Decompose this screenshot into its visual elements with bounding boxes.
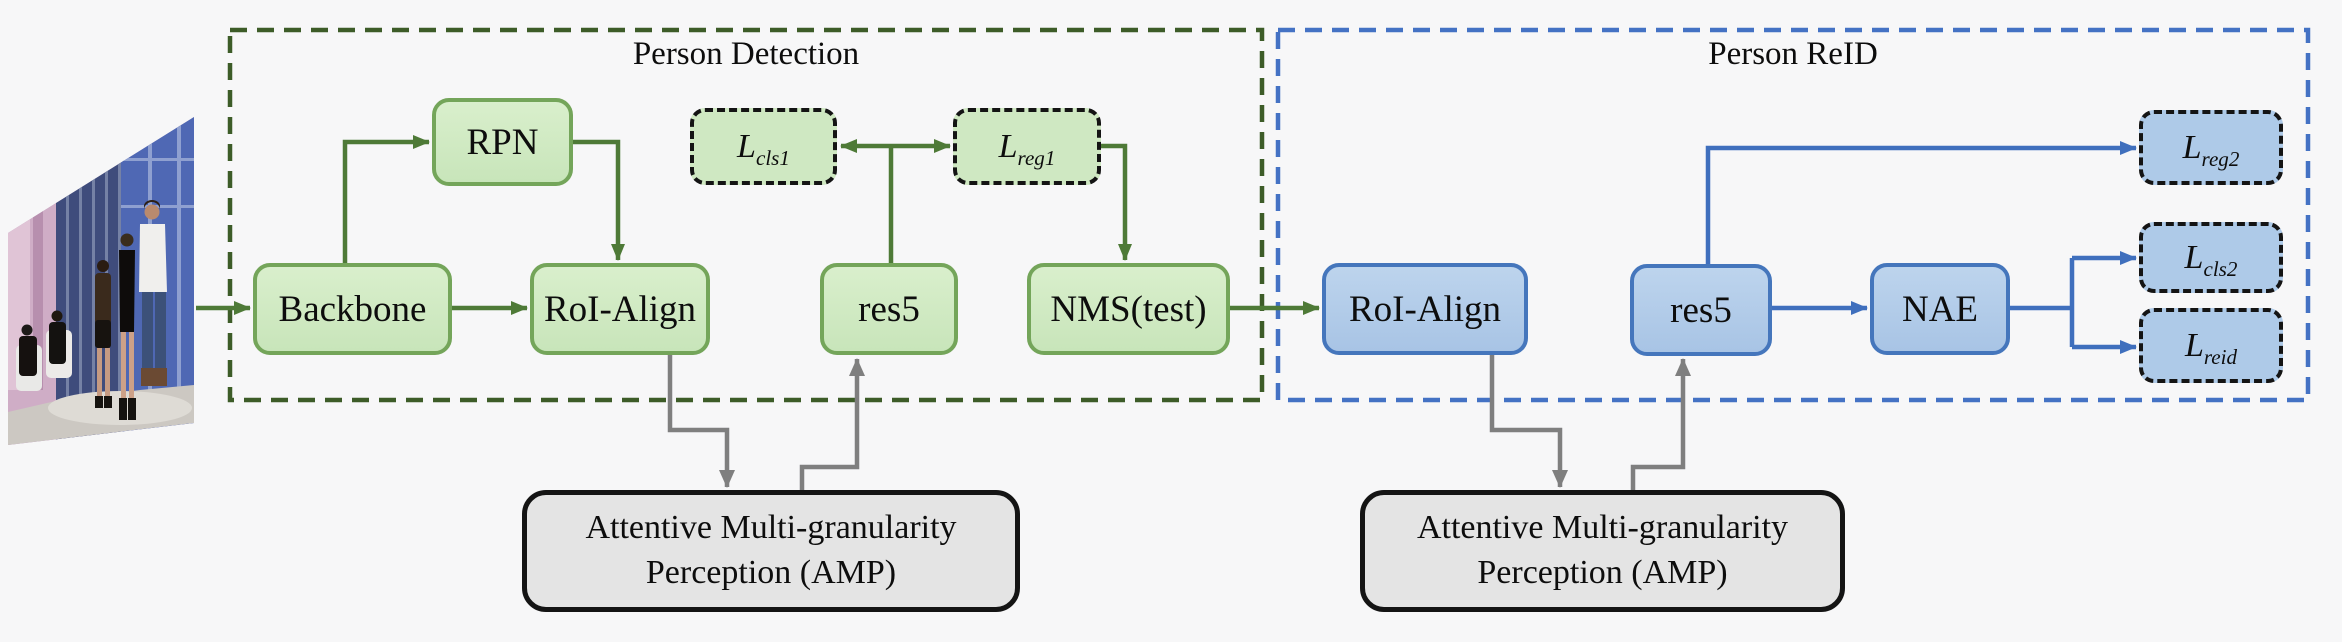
loss-reid-box: Lreid — [2139, 308, 2283, 383]
loss-cls2-sub: cls2 — [2203, 256, 2238, 281]
amp-reid-line1: Attentive Multi-granularity — [1416, 509, 1789, 547]
nae-box: NAE — [1870, 263, 2010, 355]
arrow-backbone-to-rpn — [342, 135, 430, 263]
nms-test-label: NMS(test) — [1050, 288, 1207, 330]
amp-detection-box: Attentive Multi-granularity Perception (… — [522, 490, 1020, 612]
arrow-amp-to-res5-detection — [799, 358, 865, 490]
rpn-box: RPN — [432, 98, 573, 186]
loss-cls1-label: Lcls1 — [737, 127, 790, 170]
loss-reg1-box: Lreg1 — [953, 108, 1101, 185]
loss-reg2-sub: reg2 — [2201, 146, 2240, 171]
loss-reid-label: Lreid — [2184, 326, 2238, 369]
arrow-loss-reg1-to-nms — [1101, 143, 1132, 261]
loss-cls2-label: Lcls2 — [2184, 238, 2238, 281]
person-detection-title: Person Detection — [632, 36, 860, 72]
nae-label: NAE — [1901, 288, 1979, 330]
res5-reid-label: res5 — [1670, 289, 1732, 331]
amp-detection-line1: Attentive Multi-granularity — [585, 509, 957, 547]
roi-align-detection-label: RoI-Align — [543, 288, 697, 330]
loss-reg1-label: Lreg1 — [998, 127, 1056, 170]
arrow-res5-to-loss-reg2 — [1705, 141, 2137, 264]
loss-cls1-base: L — [737, 127, 756, 165]
loss-reid-base: L — [2184, 326, 2204, 364]
line-nae-split — [2010, 258, 2075, 347]
loss-reg1-base: L — [998, 127, 1018, 165]
loss-reg2-box: Lreg2 — [2139, 110, 2283, 185]
roi-align-reid-label: RoI-Align — [1348, 288, 1502, 330]
res5-detection-label: res5 — [858, 288, 920, 330]
arrow-rpn-to-roialign — [573, 139, 625, 261]
person-reid-title: Person ReID — [1708, 36, 1878, 72]
roi-align-detection-box: RoI-Align — [530, 263, 710, 355]
arrow-amp-to-res5-reid — [1630, 358, 1691, 490]
roi-align-reid-box: RoI-Align — [1322, 263, 1528, 355]
amp-detection-line2: Perception (AMP) — [645, 554, 897, 591]
rpn-label: RPN — [466, 121, 539, 163]
input-image — [8, 117, 194, 445]
res5-reid-box: res5 — [1630, 264, 1772, 356]
res5-detection-box: res5 — [820, 263, 958, 355]
loss-cls1-sub: cls1 — [755, 145, 790, 170]
backbone-label: Backbone — [278, 288, 427, 330]
loss-cls2-base: L — [2184, 238, 2204, 276]
loss-cls2-box: Lcls2 — [2139, 222, 2283, 293]
nms-test-box: NMS(test) — [1027, 263, 1230, 355]
arrow-roialign-to-amp-detection — [667, 355, 735, 488]
amp-reid-line2: Perception (AMP) — [1477, 554, 1728, 591]
amp-reid-box: Attentive Multi-granularity Perception (… — [1360, 490, 1845, 612]
arrow-roialign-to-amp-reid — [1489, 355, 1568, 488]
loss-reg2-label: Lreg2 — [2182, 128, 2240, 171]
loss-reg1-sub: reg1 — [1017, 145, 1056, 170]
backbone-box: Backbone — [253, 263, 452, 355]
loss-reg2-base: L — [2182, 128, 2202, 166]
loss-reid-sub: reid — [2203, 344, 2238, 369]
loss-cls1-box: Lcls1 — [690, 108, 837, 185]
